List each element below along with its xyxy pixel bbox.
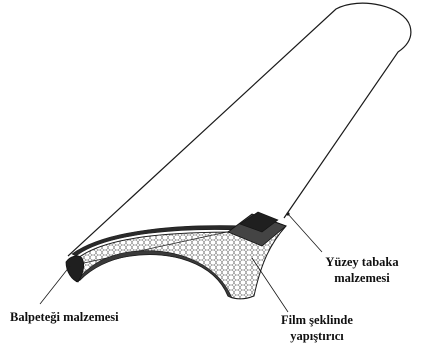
surface-leader-dot: [286, 212, 289, 215]
film-adhesive-label: Film şeklinde yapıştırıcı: [262, 312, 372, 344]
honeycomb-label: Balpeteği malzemesi: [10, 309, 119, 325]
film-adhesive-label-line1: Film şeklinde: [262, 312, 372, 328]
top-skin-outline: [68, 3, 411, 256]
surface-leader-line: [288, 214, 322, 252]
honeycomb-leader-line: [40, 266, 70, 304]
adhesive-leader-line: [252, 258, 288, 312]
surface-layer-label-line1: Yüzey tabaka: [312, 254, 412, 270]
surface-layer-label-line2: malzemesi: [312, 270, 412, 286]
film-adhesive-label-line2: yapıştırıcı: [262, 328, 372, 344]
surface-layer-label: Yüzey tabaka malzemesi: [312, 254, 412, 286]
